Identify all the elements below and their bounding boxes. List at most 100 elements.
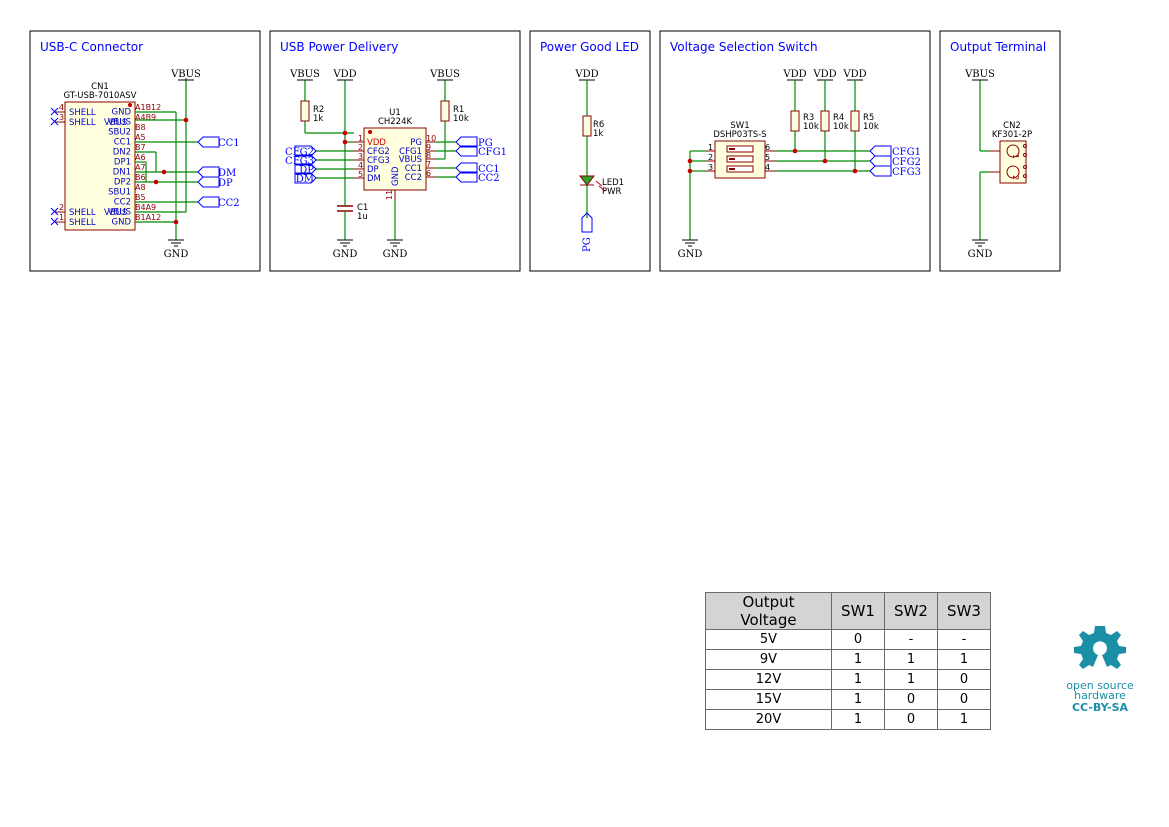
table-header: Output Voltage (705, 592, 832, 630)
led1-ref: LED1 (602, 178, 624, 188)
oshw-license: CC-BY-SA (1071, 701, 1129, 714)
cn1-pin-name: DP1 (114, 158, 131, 168)
net-label: CC1 (478, 164, 500, 175)
vdd-label: VDD (812, 69, 836, 80)
net-label: CFG2 (892, 157, 921, 168)
gnd-label: GND (383, 249, 408, 260)
table-header: SW2 (884, 592, 938, 630)
table-row: 5V 0 - - (705, 629, 991, 650)
u1-pin-num: 5 (358, 170, 363, 179)
oshw-text-2: hardware (1074, 689, 1126, 702)
cn1-inner-vbus: VBUS (104, 118, 127, 128)
net-label: CFG1 (892, 147, 921, 158)
net-label-icon (455, 171, 478, 183)
net-label: CC1 (218, 138, 240, 149)
table-header-row: Output Voltage SW1 SW2 SW3 (705, 592, 991, 630)
pg-net-label-icon (581, 212, 593, 233)
table-cell: 1 (831, 709, 885, 730)
cn1-pin-name: DN2 (113, 148, 131, 158)
table-cell: 0 (831, 629, 885, 650)
cn1-pin-num: A8 (135, 183, 146, 192)
cn1-pin-name: GND (112, 108, 132, 118)
vbus-label: VBUS (170, 69, 201, 80)
u1-pin-name: VDD (367, 138, 386, 148)
gnd-label: GND (333, 249, 358, 260)
table-cell: 12V (705, 669, 832, 690)
sw1-pin-num: 1 (708, 143, 713, 152)
vbus-symbol-cn2: VBUS (964, 69, 995, 81)
r6-resistor (582, 115, 592, 137)
u1-pin-num: 6 (426, 169, 431, 178)
block-led-title: Power Good LED (540, 40, 639, 54)
oshw-text-1: open source (1066, 679, 1134, 692)
r1-value: 10k (453, 114, 469, 124)
vdd-label: VDD (842, 69, 866, 80)
cn1-pin-num: 1 (59, 213, 64, 222)
cn1-pin-num: 3 (59, 113, 64, 122)
sw1-pin-num: 6 (765, 143, 770, 152)
u1-pin-num: 10 (426, 134, 436, 143)
vbus-label: VBUS (429, 69, 460, 80)
table-cell: 1 (937, 649, 991, 670)
vdd-label: VDD (332, 69, 356, 80)
r4-resistor: R4 10k (820, 110, 849, 132)
table-cell: 5V (705, 629, 832, 650)
net-label-icon (869, 165, 892, 177)
vbus-label: VBUS (964, 69, 995, 80)
cn1-pin-name: DP2 (114, 178, 131, 188)
net-label: DM (296, 174, 314, 185)
sw1-ref: SW1 (730, 121, 749, 131)
cn1-pin-num: 4 (59, 103, 64, 112)
table-cell: 1 (831, 689, 885, 710)
cn1-inner-vbus: VBUS (104, 208, 127, 218)
net-label: DM (218, 168, 236, 179)
u1-pin-name: CFG1 (399, 147, 422, 157)
cn1-pin-name: SBU1 (108, 188, 131, 198)
r5-resistor: R5 10k (850, 110, 879, 132)
cn2-value: KF301-2P (992, 130, 1032, 140)
table-cell: 0 (884, 689, 938, 710)
u1-pin-num: 4 (358, 161, 363, 170)
gnd-symbol-c1: GND (333, 239, 358, 260)
gnd-label: GND (164, 249, 189, 260)
gnd-symbol-sw1: GND (678, 239, 702, 260)
cn1-pin-name: CC2 (114, 198, 131, 208)
cn1-connector: CN1 GT-USB-7010ASV 4 3 2 1 SHELL SHELL S… (50, 69, 240, 260)
u1-ref: U1 (389, 108, 401, 118)
u1-pin-name: PG (410, 138, 422, 148)
block-pd-title: USB Power Delivery (280, 40, 398, 54)
u1-gnd-num: 11 (385, 190, 394, 200)
cn1-pin-num: A5 (135, 133, 146, 142)
cn1-pin-num: B4A9 (135, 203, 156, 212)
table-cell: 1 (884, 649, 938, 670)
table-header: SW1 (831, 592, 885, 630)
cn1-left-pins: 4 3 2 1 SHELL SHELL SHELL SHELL VBUS VBU… (50, 103, 127, 228)
net-label-icon (197, 196, 220, 208)
net-label: DP (299, 165, 314, 176)
table-cell: - (937, 629, 991, 650)
gnd-symbol-cn1: GND (164, 239, 189, 260)
pg-label: PG (582, 237, 593, 252)
oshw-gear-icon (1074, 626, 1126, 669)
u1-pin-num: 9 (426, 143, 431, 152)
table-row: 20V 1 0 1 (705, 709, 991, 730)
block-out-title: Output Terminal (950, 40, 1046, 54)
net-label-icon (197, 136, 220, 148)
vbus-symbol-cn1: VBUS (170, 69, 201, 81)
block-sel-title: Voltage Selection Switch (670, 40, 818, 54)
oshw-logo: open source hardware CC-BY-SA (1062, 624, 1138, 715)
table-cell: 1 (937, 709, 991, 730)
gnd-symbol-cn2: GND (968, 239, 992, 260)
table-row: 9V 1 1 1 (705, 649, 991, 670)
table-cell: - (884, 629, 938, 650)
r2-value: 1k (313, 114, 323, 124)
r3-value: 10k (803, 122, 819, 132)
cn1-pin-num: A6 (135, 153, 146, 162)
r6-ref: R6 (593, 120, 604, 130)
u1-pin-name: CC1 (405, 164, 422, 174)
